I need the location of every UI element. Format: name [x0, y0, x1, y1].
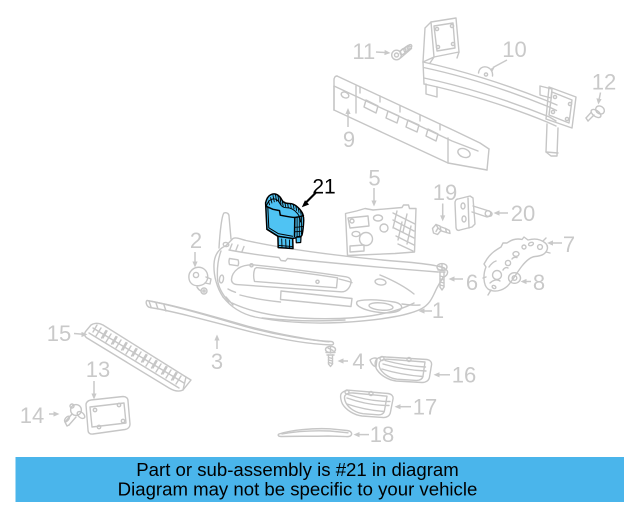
svg-text:14: 14	[20, 403, 44, 428]
svg-text:Part or sub-assembly is #21 in: Part or sub-assembly is #21 in diagram	[136, 459, 458, 480]
svg-text:4: 4	[352, 349, 364, 374]
svg-text:7: 7	[563, 232, 575, 257]
svg-text:18: 18	[370, 422, 394, 447]
svg-text:3: 3	[211, 349, 223, 374]
svg-text:9: 9	[343, 127, 355, 152]
svg-text:17: 17	[413, 395, 437, 420]
svg-text:2: 2	[190, 228, 202, 253]
svg-text:20: 20	[511, 201, 535, 226]
svg-text:8: 8	[533, 270, 545, 295]
svg-text:5: 5	[368, 166, 380, 191]
svg-text:1: 1	[432, 298, 444, 323]
svg-text:16: 16	[452, 363, 476, 388]
svg-text:19: 19	[433, 180, 457, 205]
svg-text:Diagram may not be specific to: Diagram may not be specific to your vehi…	[118, 478, 478, 499]
svg-text:21: 21	[312, 176, 335, 199]
svg-text:12: 12	[592, 70, 616, 95]
svg-text:15: 15	[47, 321, 71, 346]
svg-text:11: 11	[352, 39, 375, 64]
svg-text:10: 10	[502, 37, 526, 62]
svg-text:13: 13	[86, 357, 110, 382]
svg-text:6: 6	[466, 270, 478, 295]
